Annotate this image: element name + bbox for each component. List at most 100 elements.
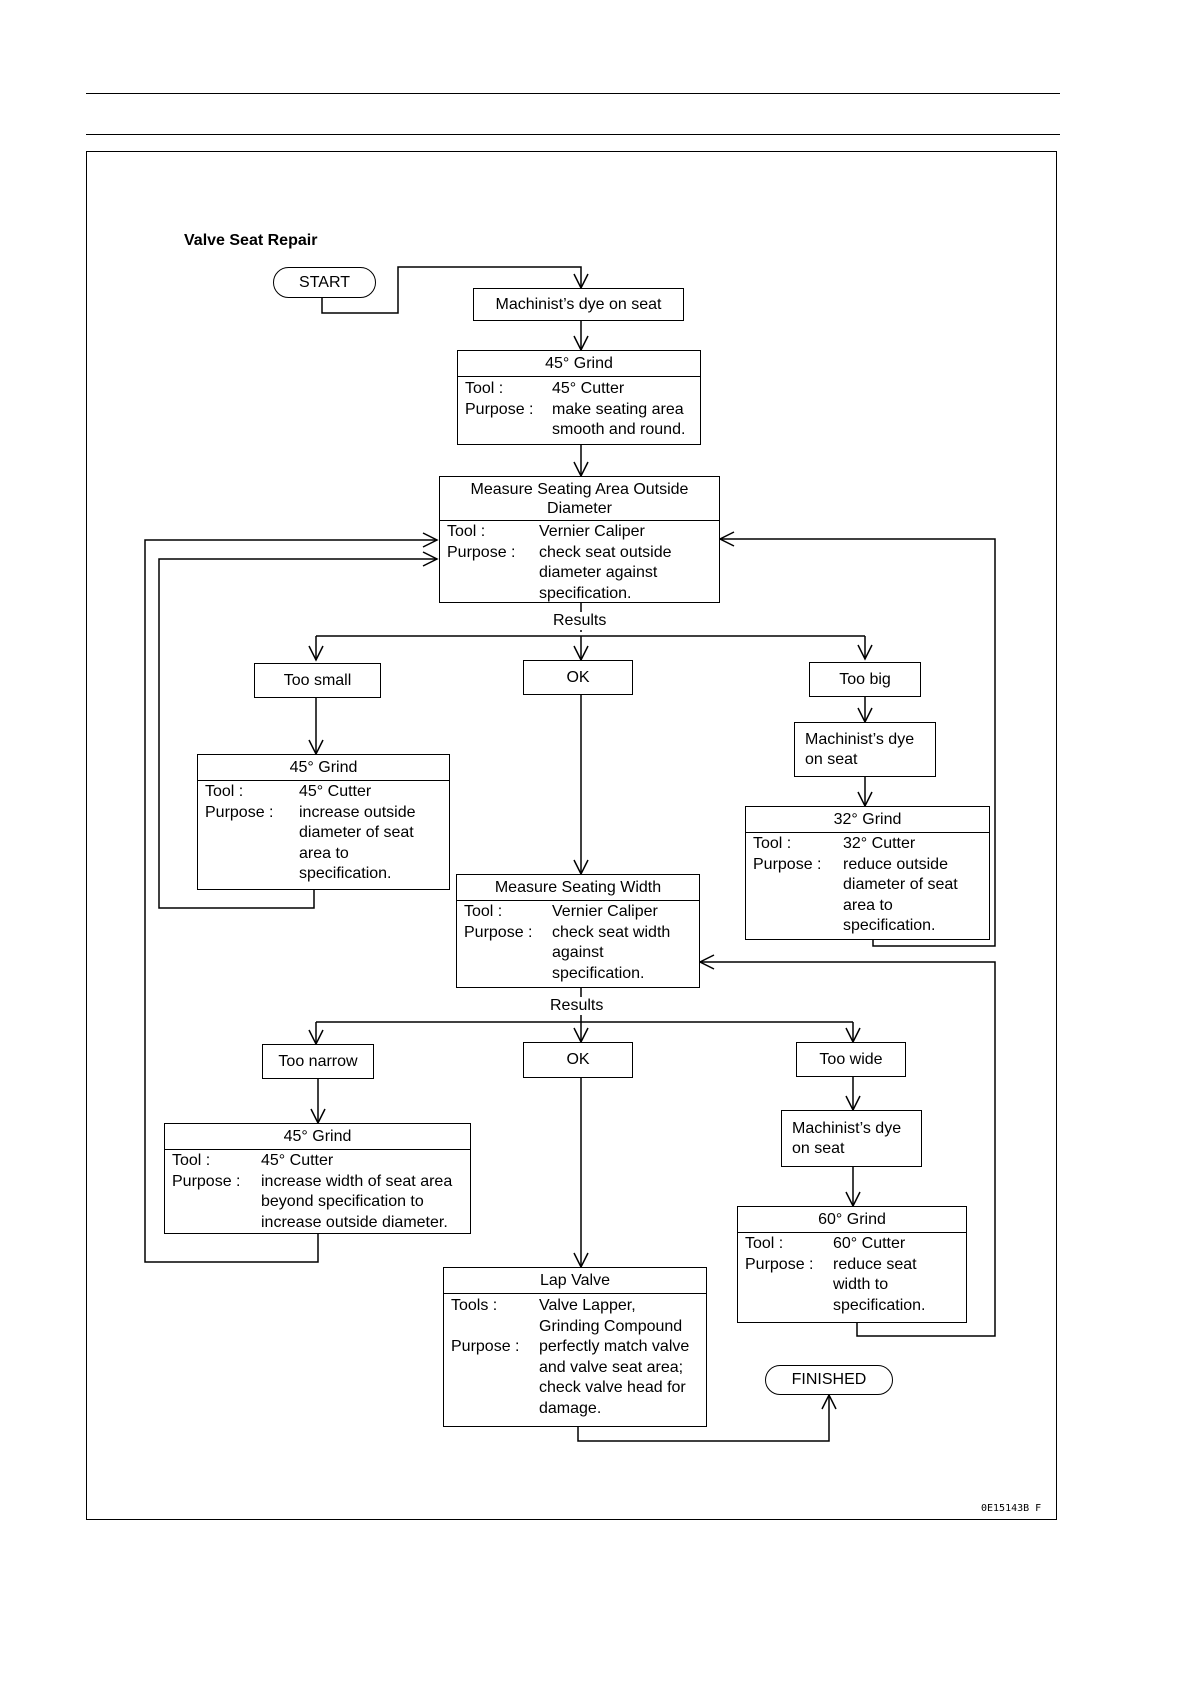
too-small-box: Too small [254, 663, 381, 698]
purpose-label: Purpose : [172, 1172, 241, 1190]
purpose-label: Purpose : [465, 400, 534, 418]
grind45-small-purpose-2: diameter of seat [299, 824, 414, 841]
dye-on-seat-box: Machinist’s dye on seat [473, 288, 684, 321]
measure-od-purpose-2: diameter against [539, 564, 658, 581]
lap-valve-purpose-1: perfectly match valve [539, 1338, 690, 1355]
diagram-title: Valve Seat Repair [184, 232, 318, 249]
lap-valve-purpose-2: and valve seat area; [539, 1358, 684, 1376]
grind45-first-title: 45° Grind [458, 351, 700, 377]
measure-od-purpose-1: check seat outside [539, 543, 672, 561]
ok-od-box: OK [523, 660, 633, 695]
measure-width-title: Measure Seating Width [457, 875, 699, 901]
too-small-label: Too small [283, 671, 352, 689]
grind60-tool: 60° Cutter [833, 1235, 906, 1252]
grind32-purpose-3: area to [843, 896, 893, 914]
grind60-purpose-2: width to [833, 1276, 889, 1293]
grind45-narrow-purpose-1: increase width of seat area [261, 1172, 453, 1190]
ok-width-label: OK [566, 1051, 590, 1068]
grind60-purpose-1: reduce seat [833, 1255, 917, 1273]
grind45-narrow-purpose-3: increase outside diameter. [261, 1213, 448, 1231]
lap-valve-tools-1: Valve Lapper, [539, 1297, 636, 1314]
grind60-box: 60° Grind Tool : 60° Cutter Purpose : re… [737, 1206, 967, 1323]
measure-width-tool: Vernier Caliper [552, 903, 658, 920]
measure-od-title-2: Diameter [547, 500, 612, 517]
tool-label: Tool : [465, 380, 504, 397]
image-code: 0E15143B F [981, 1503, 1042, 1514]
lap-valve-purpose-3: check valve head for [539, 1379, 686, 1396]
measure-od-box: Measure Seating Area Outside Diameter To… [439, 476, 720, 603]
lap-valve-purpose-4: damage. [539, 1399, 602, 1417]
purpose-label: Purpose : [447, 543, 516, 561]
dye-wide-label-1: Machinist’s dye [792, 1119, 902, 1137]
grind45-first-box: 45° Grind Tool : 45° Cutter Purpose : ma… [457, 350, 701, 445]
dye-big-label-1: Machinist’s dye [805, 730, 915, 748]
dye-on-seat-label: Machinist’s dye on seat [495, 295, 662, 313]
figure-frame [86, 151, 1057, 1520]
grind32-purpose-1: reduce outside [843, 855, 948, 873]
tool-label: Tool : [464, 903, 503, 920]
grind45-narrow-tool: 45° Cutter [261, 1152, 334, 1169]
grind60-title: 60° Grind [738, 1207, 966, 1233]
grind45-small-tool: 45° Cutter [299, 783, 372, 800]
results-label-od: Results [551, 612, 609, 630]
grind32-purpose-2: diameter of seat [843, 876, 958, 893]
start-label: START [299, 273, 350, 291]
grind32-title: 32° Grind [746, 807, 989, 833]
lap-valve-box: Lap Valve Tools : Valve Lapper, Grinding… [443, 1267, 707, 1427]
grind45-narrow-box: 45° Grind Tool : 45° Cutter Purpose : in… [164, 1123, 471, 1234]
purpose-label: Purpose : [753, 855, 822, 873]
measure-od-title-1: Measure Seating Area Outside [470, 481, 689, 498]
tool-label: Tool : [753, 835, 792, 852]
finished-label: FINISHED [791, 1371, 867, 1388]
measure-width-box: Measure Seating Width Tool : Vernier Cal… [456, 874, 700, 988]
grind45-first-purpose-2: smooth and round. [552, 421, 686, 438]
purpose-label: Purpose : [205, 803, 274, 821]
ok-width-box: OK [523, 1042, 633, 1078]
measure-od-tool: Vernier Caliper [539, 523, 645, 540]
grind32-purpose-4: specification. [843, 917, 936, 934]
grind32-box: 32° Grind Tool : 32° Cutter Purpose : re… [745, 806, 990, 940]
too-big-box: Too big [809, 662, 921, 697]
grind45-first-tool: 45° Cutter [552, 380, 625, 397]
grind45-small-purpose-1: increase outside [299, 803, 416, 821]
grind60-purpose-3: specification. [833, 1296, 926, 1314]
dye-big-box: Machinist’s dye on seat [794, 722, 936, 777]
tool-label: Tool : [447, 523, 486, 540]
measure-od-purpose-3: specification. [539, 584, 632, 602]
header-rule-top [86, 93, 1060, 94]
header-rule-bottom [86, 134, 1060, 135]
purpose-label: Purpose : [745, 1255, 814, 1273]
lap-valve-tools-2: Grinding Compound [539, 1317, 683, 1335]
grind45-small-title: 45° Grind [198, 755, 449, 781]
measure-width-purpose-3: specification. [552, 964, 645, 982]
grind45-small-purpose-3: area to [299, 844, 349, 862]
dye-big-label-2: on seat [805, 750, 858, 768]
tools-label: Tools : [451, 1297, 498, 1314]
grind45-first-purpose-1: make seating area [552, 400, 684, 418]
too-big-label: Too big [839, 670, 891, 688]
tool-label: Tool : [205, 783, 244, 800]
measure-width-purpose-1: check seat width [552, 923, 671, 941]
measure-width-purpose-2: against [552, 944, 604, 961]
too-narrow-box: Too narrow [262, 1044, 374, 1079]
too-narrow-label: Too narrow [278, 1052, 358, 1070]
results-label-width: Results [548, 997, 606, 1015]
tool-label: Tool : [172, 1152, 211, 1169]
dye-wide-box: Machinist’s dye on seat [781, 1110, 922, 1167]
purpose-label: Purpose : [451, 1338, 520, 1355]
grind45-narrow-title: 45° Grind [165, 1124, 470, 1150]
finished-terminal: FINISHED [765, 1365, 893, 1395]
ok-od-label: OK [566, 668, 590, 686]
start-terminal: START [273, 267, 376, 298]
grind32-tool: 32° Cutter [843, 835, 916, 852]
grind45-small-box: 45° Grind Tool : 45° Cutter Purpose : in… [197, 754, 450, 890]
purpose-label: Purpose : [464, 923, 533, 941]
dye-wide-label-2: on seat [792, 1139, 845, 1157]
too-wide-label: Too wide [819, 1050, 883, 1068]
grind45-narrow-purpose-2: beyond specification to [261, 1193, 424, 1210]
lap-valve-title: Lap Valve [444, 1268, 706, 1294]
tool-label: Tool : [745, 1235, 784, 1252]
grind45-small-purpose-4: specification. [299, 865, 392, 882]
too-wide-box: Too wide [796, 1042, 906, 1077]
